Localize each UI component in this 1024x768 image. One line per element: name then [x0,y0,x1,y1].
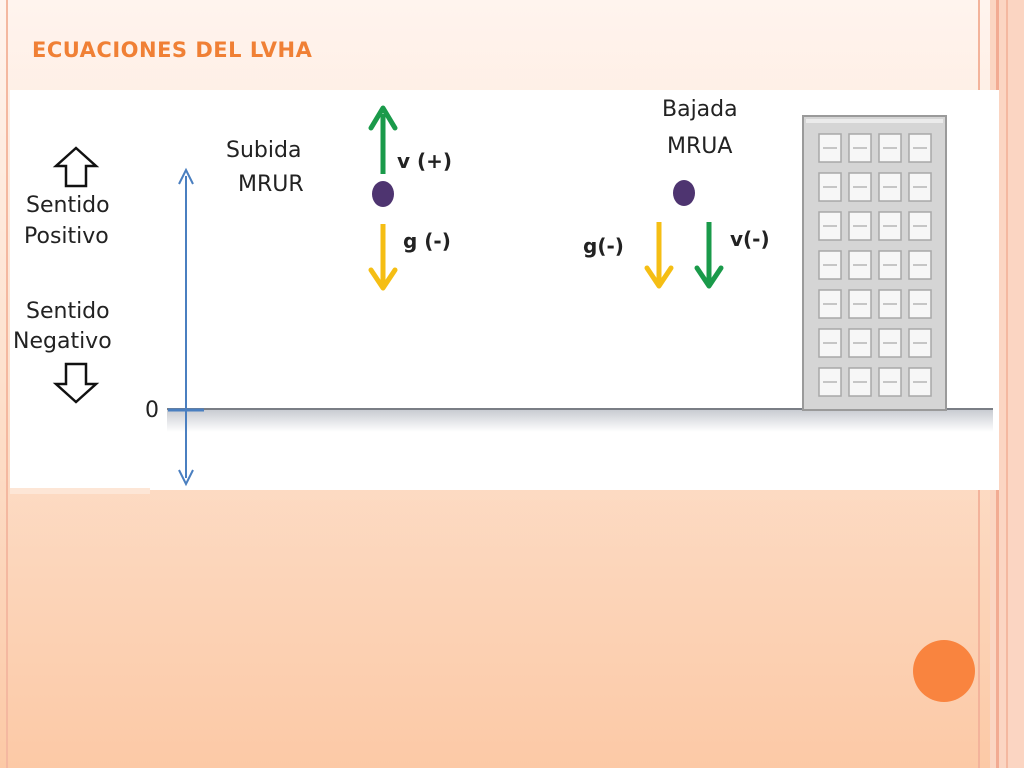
upward-velocity-label: v (+) [397,149,452,173]
vertical-axis [168,167,204,487]
upward-label: Subida [226,138,301,163]
upward-motion-type: MRUR [238,172,304,197]
building-icon [802,115,947,411]
negative-direction-label-1: Sentido [26,299,110,324]
downward-motion-type: MRUA [667,134,732,159]
panel-edge [10,488,150,494]
upward-ball [372,181,394,207]
diagram-panel: Sentido Positivo Sentido Negativo 0 Subi… [10,90,999,490]
down-outline-arrow-icon [52,362,100,404]
upward-gravity-label: g (-) [403,229,451,253]
right-frame-line-outer [1006,0,1008,768]
downward-gravity-label: g(-) [583,234,624,258]
downward-label: Bajada [662,97,738,122]
downward-velocity-label: v(-) [730,227,770,251]
building-windows [818,133,932,397]
positive-direction-label-1: Sentido [26,193,110,218]
left-frame-line [6,0,8,768]
positive-direction-label-2: Positivo [24,224,109,249]
downward-ball [673,180,695,206]
upward-gravity-arrow-icon [368,224,398,291]
ground-shadow [167,410,993,432]
downward-gravity-arrow-icon [644,222,674,289]
downward-velocity-arrow-icon [694,222,724,289]
up-outline-arrow-icon [52,146,100,188]
slide-title: ECUACIONES DEL LVHA [32,38,313,62]
upward-velocity-arrow-icon [368,105,398,174]
axis-zero-label: 0 [145,398,159,423]
negative-direction-label-2: Negativo [13,329,112,354]
free-fall-diagram: Sentido Positivo Sentido Negativo 0 Subi… [13,97,993,487]
accent-circle [913,640,975,702]
